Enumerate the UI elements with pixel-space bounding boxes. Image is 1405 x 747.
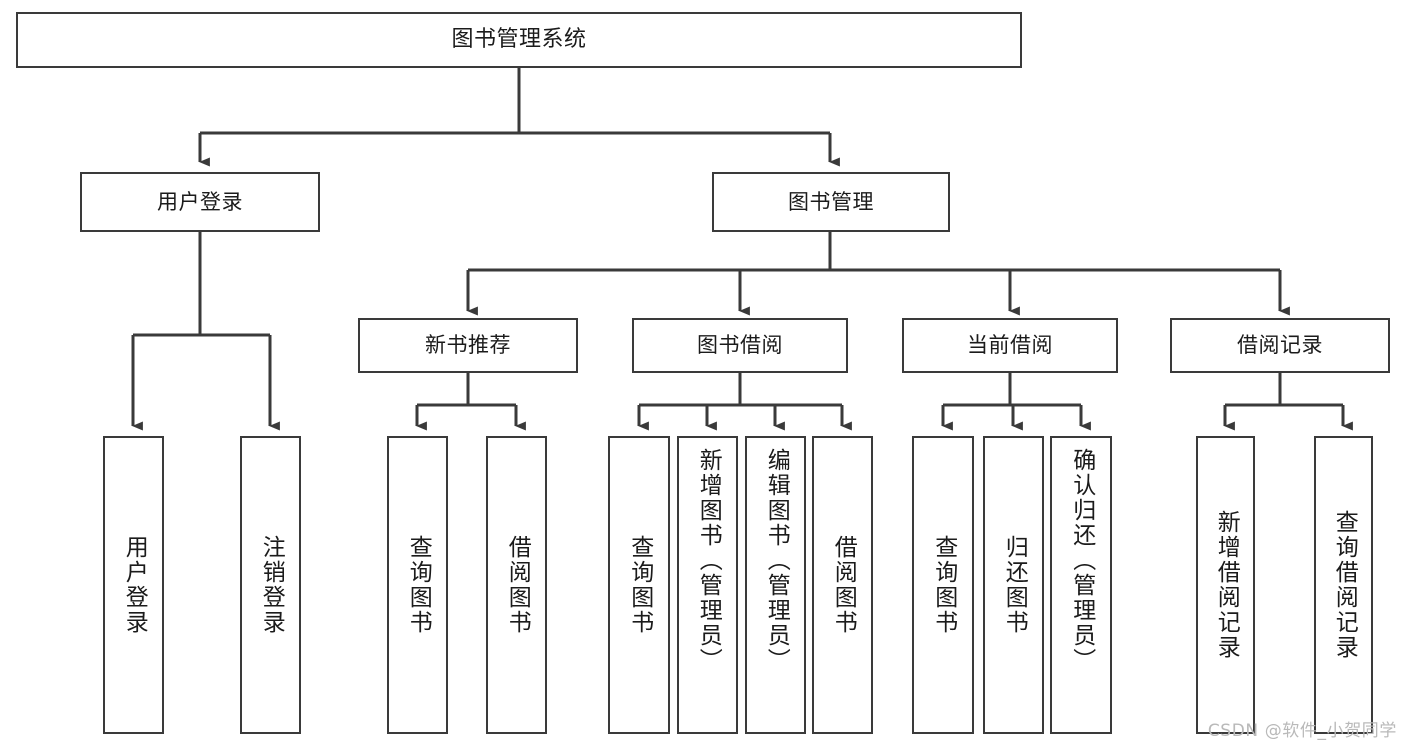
node-book-borrow-label: 图书借阅 — [697, 333, 783, 358]
leaf-query-book-1[interactable]: 查询图书 — [387, 436, 448, 734]
leaf-user-login-label: 用户登录 — [121, 535, 148, 635]
leaf-query-book-2[interactable]: 查询图书 — [608, 436, 670, 734]
leaf-borrow-book-1[interactable]: 借阅图书 — [486, 436, 547, 734]
node-root-label: 图书管理系统 — [451, 26, 587, 52]
node-current-borrow[interactable]: 当前借阅 — [902, 318, 1118, 373]
leaf-add-record-label: 新增借阅记录 — [1213, 510, 1240, 660]
leaf-query-book-3-label: 查询图书 — [930, 535, 957, 635]
leaf-query-book-2-label: 查询图书 — [626, 535, 653, 635]
node-borrow-record[interactable]: 借阅记录 — [1170, 318, 1390, 373]
node-user-login[interactable]: 用户登录 — [80, 172, 320, 232]
node-book-manage-label: 图书管理 — [788, 189, 874, 214]
leaf-add-book-label: 新增图书（管理员） — [695, 448, 722, 673]
node-user-login-label: 用户登录 — [157, 189, 243, 214]
leaf-return-book-label: 归还图书 — [1001, 535, 1028, 635]
leaf-confirm-return[interactable]: 确认归还（管理员） — [1050, 436, 1112, 734]
leaf-edit-book-label: 编辑图书（管理员） — [763, 448, 790, 673]
leaf-borrow-book-2-label: 借阅图书 — [830, 535, 857, 635]
leaf-borrow-book-2[interactable]: 借阅图书 — [812, 436, 873, 734]
leaf-query-record[interactable]: 查询借阅记录 — [1314, 436, 1373, 734]
node-borrow-record-label: 借阅记录 — [1237, 333, 1323, 358]
leaf-confirm-return-label: 确认归还（管理员） — [1068, 448, 1095, 673]
node-root[interactable]: 图书管理系统 — [16, 12, 1022, 68]
node-book-manage[interactable]: 图书管理 — [712, 172, 950, 232]
leaf-query-book-3[interactable]: 查询图书 — [912, 436, 974, 734]
node-new-book-rec-label: 新书推荐 — [425, 333, 511, 358]
leaf-query-record-label: 查询借阅记录 — [1331, 510, 1358, 660]
node-book-borrow[interactable]: 图书借阅 — [632, 318, 848, 373]
csdn-watermark: CSDN @软件_小贺同学 — [1207, 721, 1397, 741]
leaf-query-book-1-label: 查询图书 — [405, 535, 432, 635]
node-new-book-rec[interactable]: 新书推荐 — [358, 318, 578, 373]
leaf-add-book[interactable]: 新增图书（管理员） — [677, 436, 738, 734]
leaf-logout[interactable]: 注销登录 — [240, 436, 301, 734]
leaf-edit-book[interactable]: 编辑图书（管理员） — [745, 436, 806, 734]
leaf-user-login[interactable]: 用户登录 — [103, 436, 164, 734]
leaf-return-book[interactable]: 归还图书 — [983, 436, 1044, 734]
node-current-borrow-label: 当前借阅 — [967, 333, 1053, 358]
leaf-logout-label: 注销登录 — [258, 535, 285, 635]
leaf-borrow-book-1-label: 借阅图书 — [504, 535, 531, 635]
leaf-add-record[interactable]: 新增借阅记录 — [1196, 436, 1255, 734]
